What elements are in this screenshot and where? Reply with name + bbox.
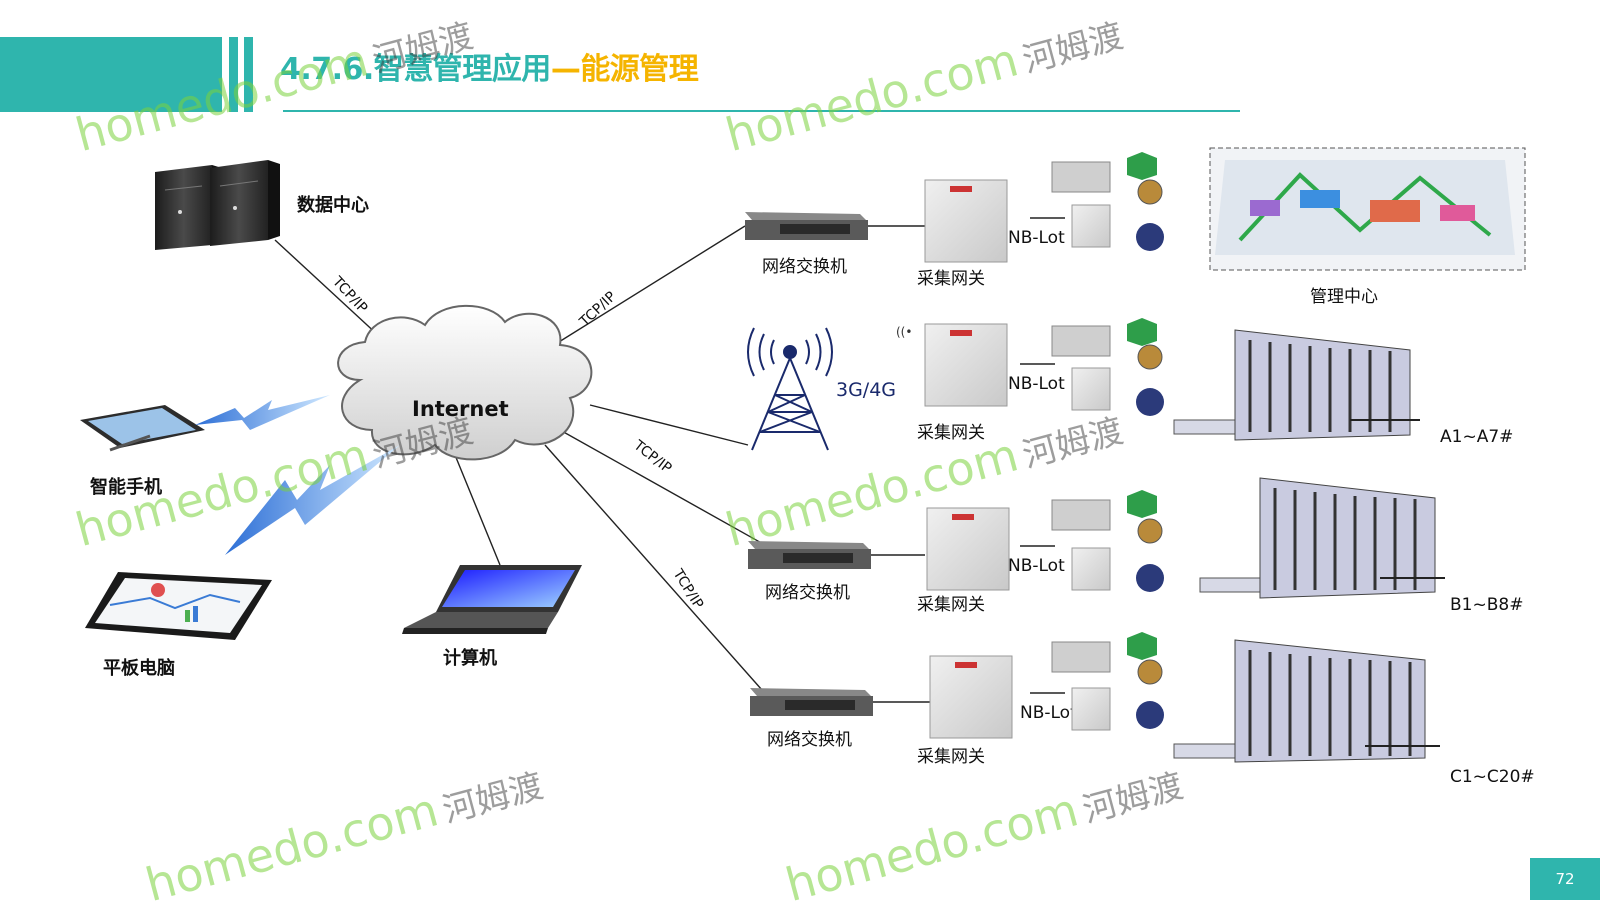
switch-label: 网络交换机 [765, 583, 850, 603]
building-label: C1~C20# [1450, 767, 1535, 787]
wireless-signal-icon [225, 445, 400, 555]
gateway-label: 采集网关 [917, 423, 985, 443]
smartphone-icon [80, 405, 205, 452]
link-internet-tower [589, 404, 749, 446]
computer-label: 计算机 [443, 647, 497, 669]
connection-lines [274, 225, 930, 703]
gateway-label: 采集网关 [917, 747, 985, 767]
svg-text:((•: ((• [896, 325, 912, 339]
page-number: 72 [1530, 858, 1600, 900]
tablet-label: 平板电脑 [103, 657, 175, 679]
protocol-label: TCP/IP [630, 437, 675, 477]
nblot-label: NB-Lot [1008, 228, 1065, 248]
building-label: A1~A7# [1440, 427, 1513, 447]
header-accent-bar [0, 37, 222, 112]
header-stripe [229, 37, 238, 112]
protocol-label: TCP/IP [576, 289, 619, 331]
link-internet-switch2 [559, 429, 766, 546]
network-switch-icon [748, 541, 871, 569]
cell-tower-label: 3G/4G [836, 379, 896, 401]
data-center-server-icon [155, 160, 280, 250]
building-label: B1~B8# [1450, 595, 1523, 615]
smartphone-label: 智能手机 [90, 476, 162, 498]
meter-group-icon [1051, 152, 1164, 251]
link-internet-computer [454, 454, 501, 566]
gateway-box-icon [926, 507, 1010, 591]
header-underline [283, 110, 1240, 112]
nblot-label: NB-Lot [1008, 374, 1065, 394]
nblot-label: NB-Lot [1008, 556, 1065, 576]
title-accent: —能源管理 [550, 52, 699, 87]
network-switch-icon [750, 688, 873, 716]
data-center-label: 数据中心 [297, 194, 369, 216]
gateway-label: 采集网关 [917, 269, 985, 289]
computer-icon [402, 565, 582, 634]
nblot-label: NB-Lot [1020, 703, 1077, 723]
tablet-icon [85, 572, 272, 640]
internet-cloud-icon [337, 304, 593, 461]
building-icon [1173, 329, 1420, 441]
building-icon [1173, 639, 1440, 763]
wireless-signal-icon [195, 395, 330, 430]
building-icon [1199, 477, 1445, 599]
switch-label: 网络交换机 [762, 257, 847, 277]
page-title: 4.7.6.智慧管理应用—能源管理 [280, 44, 699, 88]
gateway-label: 采集网关 [917, 595, 985, 615]
management-center-label: 管理中心 [1310, 287, 1378, 307]
network-switch-icon [745, 212, 868, 240]
meter-group-icon [1051, 490, 1164, 592]
nblot-link-lines [1020, 217, 1065, 694]
cell-tower-icon [747, 327, 833, 451]
meter-group-icon [1051, 632, 1164, 731]
header-stripe [244, 37, 253, 112]
protocol-label: TCP/IP [669, 566, 706, 612]
gateway-box-icon [924, 179, 1008, 263]
gateway-box-icon: ((• [896, 323, 1008, 407]
management-center-floorplan-icon [1209, 147, 1526, 271]
link-internet-switch3 [544, 444, 763, 691]
switch-label: 网络交换机 [767, 730, 852, 750]
internet-label: Internet [412, 397, 509, 421]
gateway-box-icon [929, 655, 1013, 739]
title-main: 4.7.6.智慧管理应用 [280, 52, 551, 87]
meter-group-icon [1051, 318, 1164, 416]
link-internet-switch1 [529, 225, 746, 361]
